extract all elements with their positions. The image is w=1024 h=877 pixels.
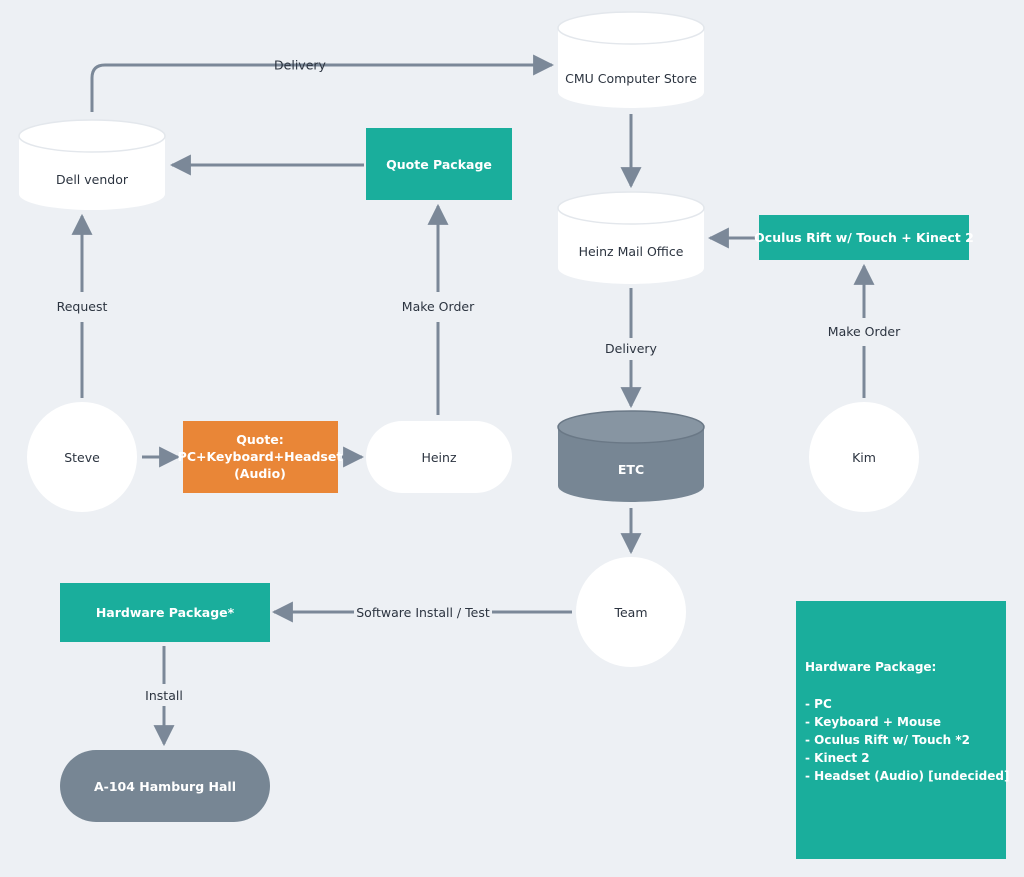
node-rect — [183, 421, 338, 493]
node-label: Heinz Mail Office — [579, 244, 684, 259]
node-pill — [366, 421, 512, 493]
node-hamburg-hall[interactable]: A-104 Hamburg Hall — [60, 750, 270, 822]
node-label-line-3: (Audio) — [234, 466, 286, 481]
node-quote[interactable]: Quote: PC+Keyboard+Headset (Audio) — [178, 421, 343, 493]
node-team[interactable]: Team — [576, 557, 686, 667]
node-quote-package[interactable]: Quote Package — [366, 128, 512, 200]
node-kim[interactable]: Kim — [809, 402, 919, 512]
node-circle — [576, 557, 686, 667]
node-rect — [366, 128, 512, 200]
legend-title: Hardware Package: — [805, 660, 936, 674]
node-rect — [60, 583, 270, 642]
node-label: CMU Computer Store — [565, 71, 697, 86]
cylinder-shape — [558, 427, 704, 502]
legend-item: - Headset (Audio) [undecided] — [805, 769, 1009, 783]
cylinder-top — [557, 191, 705, 225]
node-label-line-2: PC+Keyboard+Headset — [178, 449, 343, 464]
node-label: Steve — [64, 450, 100, 465]
node-rect — [759, 215, 969, 260]
edge-label-install: Install — [145, 688, 183, 703]
node-label-line-1: Quote: — [236, 432, 284, 447]
node-label: ETC — [618, 462, 644, 477]
edge-label-make-order-heinz: Make Order — [402, 299, 475, 314]
node-etc[interactable]: ETC — [557, 410, 705, 502]
legend-item: - PC — [805, 697, 832, 711]
node-heinz[interactable]: Heinz — [366, 421, 512, 493]
node-label: Hardware Package* — [96, 605, 235, 620]
node-heinz-mail-office[interactable]: Heinz Mail Office — [557, 191, 705, 284]
legend-item: - Oculus Rift w/ Touch *2 — [805, 733, 970, 747]
cylinder-shape — [19, 136, 165, 210]
cylinder-shape — [558, 28, 704, 108]
legend-item: - Kinect 2 — [805, 751, 870, 765]
node-circle — [809, 402, 919, 512]
node-hardware-package[interactable]: Hardware Package* — [60, 583, 270, 642]
node-label: Oculus Rift w/ Touch + Kinect 2 — [754, 230, 974, 245]
node-label: Quote Package — [386, 157, 492, 172]
edges — [71, 54, 875, 747]
cylinder-top — [18, 119, 166, 153]
node-dell-vendor[interactable]: Dell vendor — [18, 119, 166, 210]
edge-labels: Delivery Request Make Order Delivery Mak… — [57, 58, 901, 704]
legend-item: - Keyboard + Mouse — [805, 715, 941, 729]
edge-label-delivery-mid: Delivery — [605, 341, 657, 356]
node-oculus-order[interactable]: Oculus Rift w/ Touch + Kinect 2 — [754, 215, 974, 260]
cylinder-top — [557, 410, 705, 444]
edge-label-delivery-top: Delivery — [274, 58, 326, 73]
node-label: A-104 Hamburg Hall — [94, 779, 236, 794]
node-label: Heinz — [421, 450, 456, 465]
edge-dell-to-cmu — [90, 54, 555, 112]
legend-box — [796, 601, 1006, 859]
node-pill — [60, 750, 270, 822]
node-label: Kim — [852, 450, 876, 465]
edge-label-make-order-kim: Make Order — [828, 324, 901, 339]
node-steve[interactable]: Steve — [27, 402, 137, 512]
node-circle — [27, 402, 137, 512]
edge-label-request: Request — [57, 299, 108, 314]
node-cmu-computer-store[interactable]: CMU Computer Store — [557, 11, 705, 108]
node-label: Team — [613, 605, 647, 620]
node-label: Dell vendor — [56, 172, 129, 187]
cylinder-top — [557, 11, 705, 45]
legend-hardware-package: Hardware Package: - PC - Keyboard + Mous… — [796, 601, 1009, 859]
cylinder-shape — [558, 208, 704, 284]
edge-label-software-install: Software Install / Test — [356, 605, 490, 620]
